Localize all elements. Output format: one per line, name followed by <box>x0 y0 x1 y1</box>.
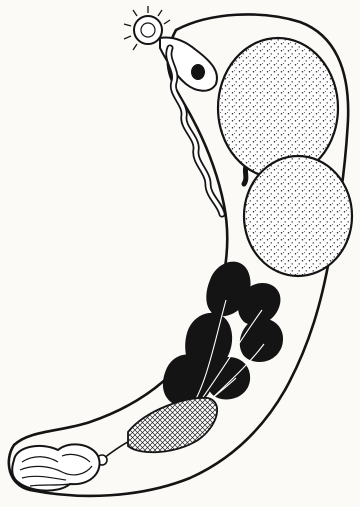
intestinal-cecum <box>244 166 246 184</box>
anterior-testis <box>218 38 338 178</box>
posterior-testis <box>244 156 352 276</box>
